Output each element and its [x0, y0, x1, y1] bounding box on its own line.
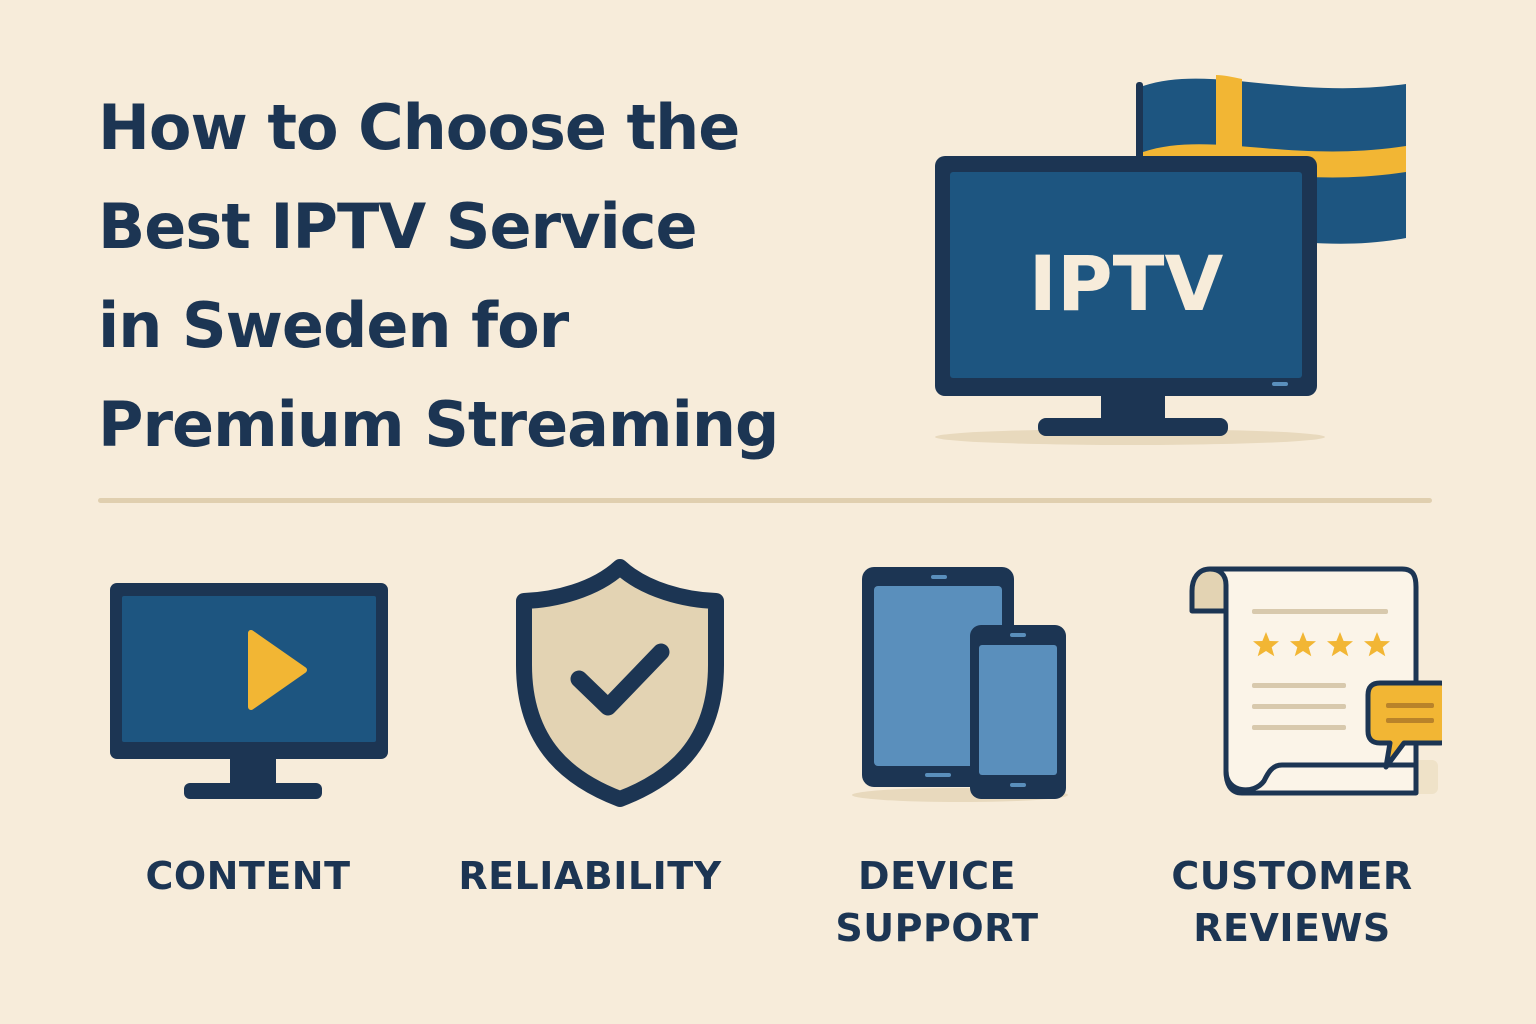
title-line: Premium Streaming — [98, 388, 779, 461]
feature-label: DEVICE SUPPORT — [835, 854, 1039, 950]
title-line: in Sweden for — [98, 289, 569, 362]
tv-icon — [935, 156, 1325, 445]
feature-content: CONTENT — [68, 555, 428, 898]
chat-bubble-icon — [1365, 680, 1442, 770]
play-monitor-icon — [110, 583, 388, 799]
title-line: Best IPTV Service — [98, 190, 698, 263]
title-line: How to Choose the — [98, 91, 740, 164]
page-title: How to Choose the Best IPTV Service in S… — [98, 78, 918, 474]
tv-screen-text: IPTV — [1029, 239, 1224, 328]
feature-reliability: RELIABILITY — [410, 555, 770, 898]
feature-label: RELIABILITY — [458, 854, 722, 898]
feature-device-support: DEVICE SUPPORT — [757, 555, 1117, 950]
shield-check-icon — [516, 559, 724, 807]
feature-label: CUSTOMER REVIEWS — [1171, 854, 1413, 950]
section-divider — [98, 498, 1432, 503]
tablet-phone-icon — [852, 567, 1068, 802]
rating-stars — [1253, 632, 1390, 657]
tv-with-flag-icon: IPTV — [935, 75, 1406, 445]
hero-illustration: IPTV — [920, 60, 1420, 454]
feature-label: CONTENT — [145, 854, 351, 898]
feature-customer-reviews: CUSTOMER REVIEWS — [1112, 555, 1472, 950]
review-scroll-icon — [1189, 566, 1442, 796]
